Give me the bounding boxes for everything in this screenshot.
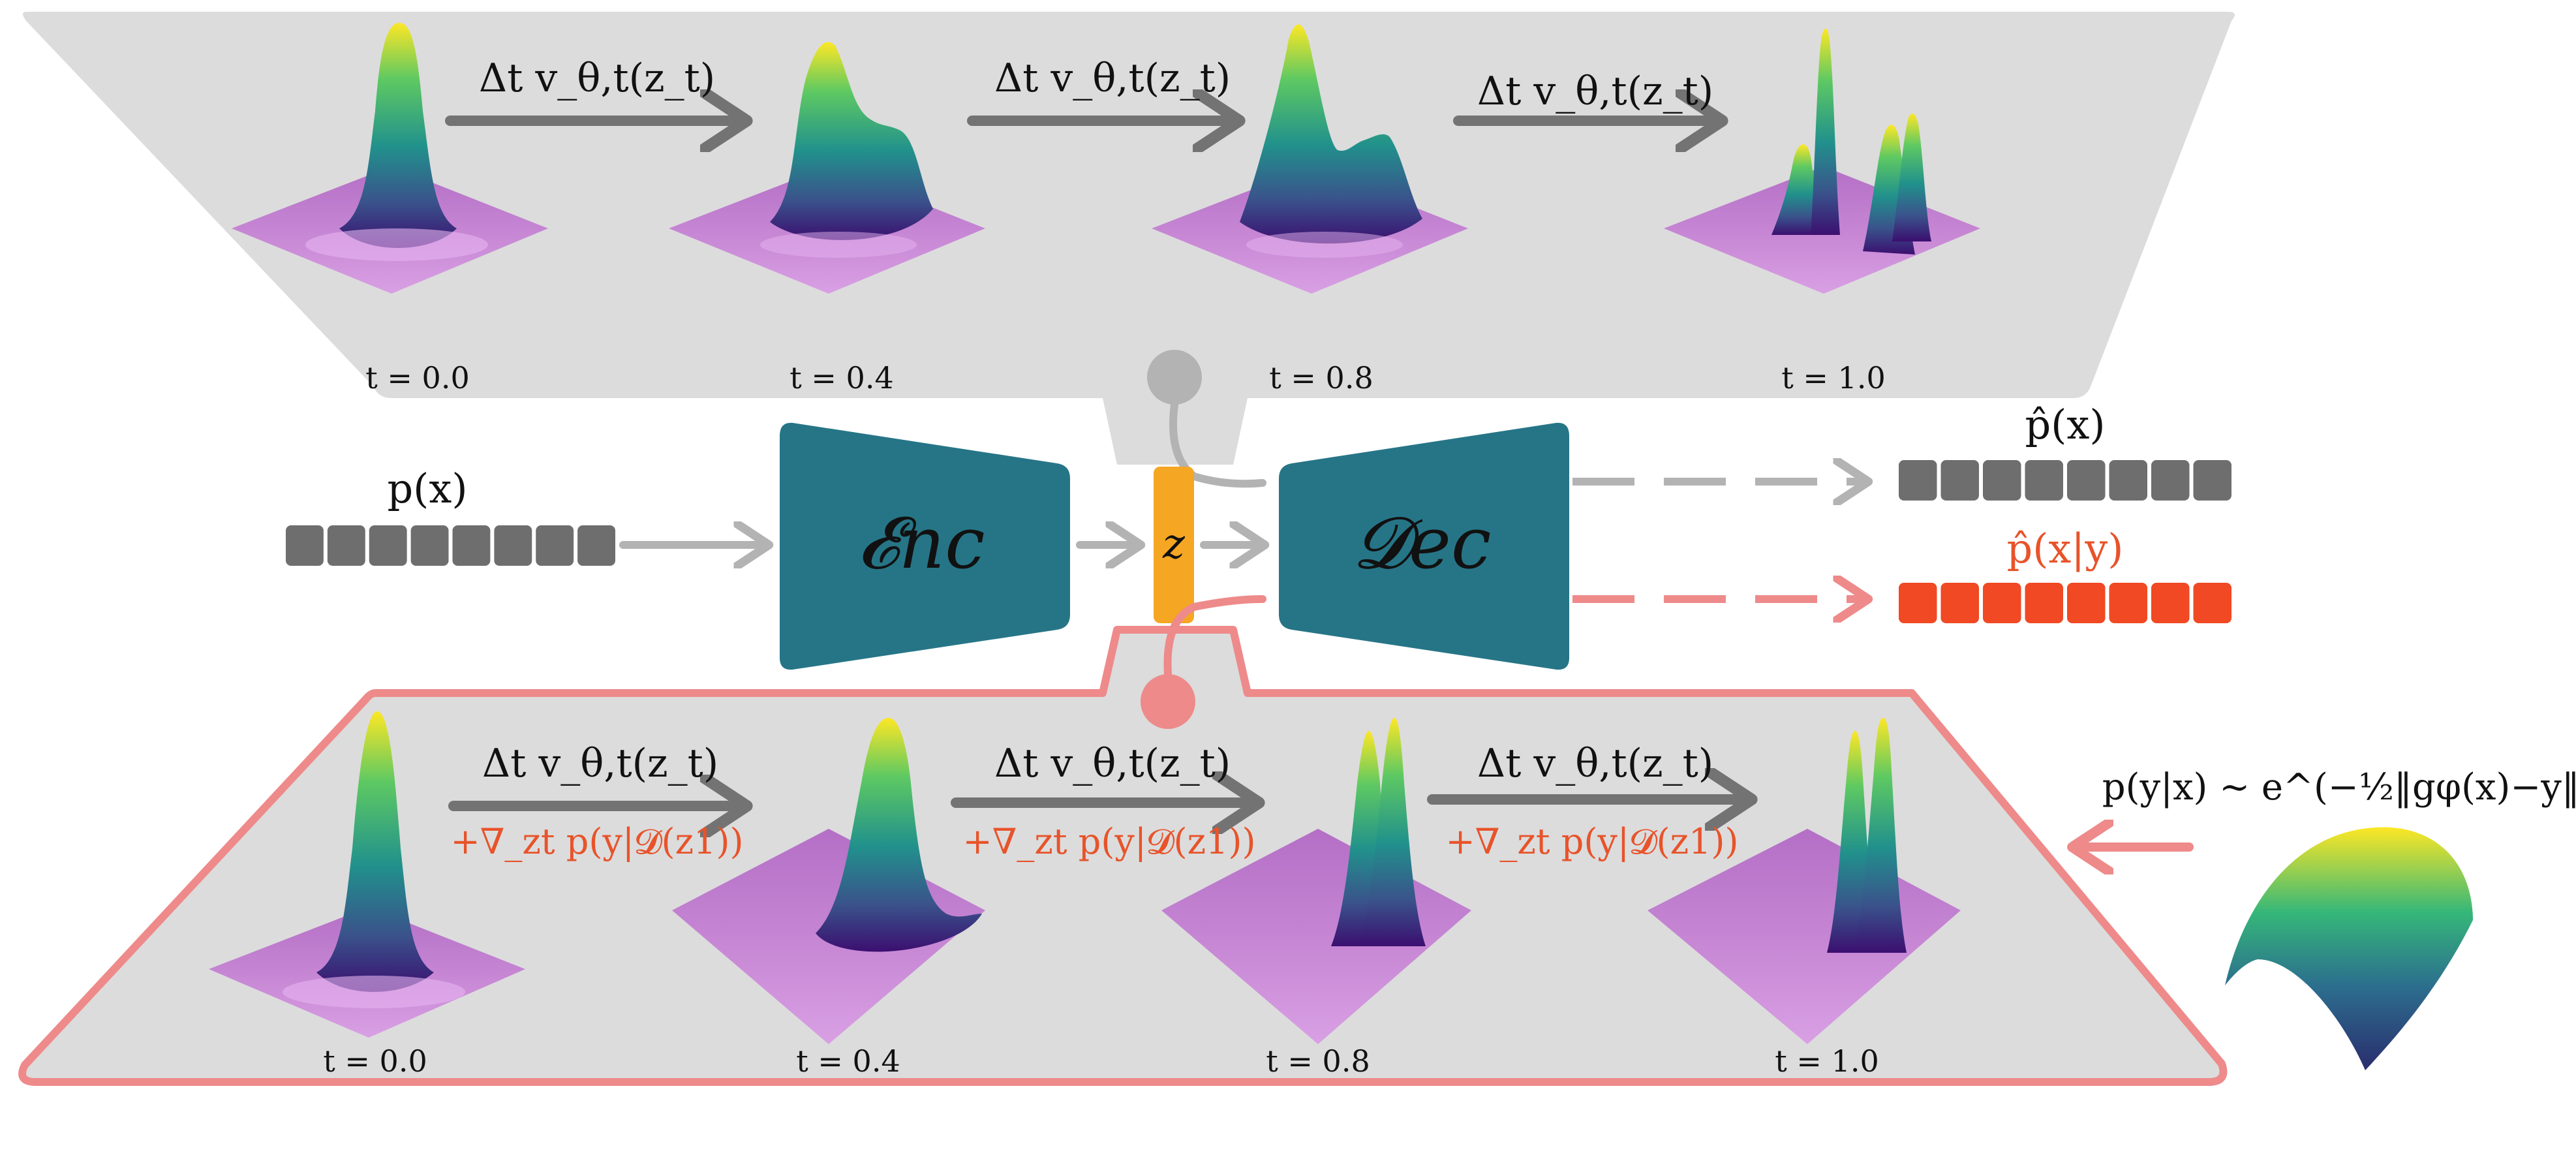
- conditional-output-token-3: [1983, 583, 2021, 623]
- output-token-2: [1940, 460, 1979, 501]
- output-token-8: [2193, 460, 2231, 501]
- bottom-step-label-2: Δt v_θ,t(z_t): [994, 741, 1231, 786]
- conditional-output-token-7: [2151, 583, 2190, 623]
- top-time-label-3: t = 0.8: [1269, 360, 1373, 395]
- conditional-output-token-1: [1899, 583, 1937, 623]
- input-token-3: [369, 525, 407, 566]
- input-token-8: [577, 525, 615, 566]
- conditional-output-label: p̂(x|y): [2007, 525, 2124, 572]
- likelihood-bowl-surface: [2225, 827, 2473, 1070]
- output-token-bar: [1899, 460, 2231, 501]
- bottom-surface-t0: [209, 711, 525, 1038]
- bottom-time-label-1: t = 0.0: [323, 1043, 427, 1079]
- output-token-1: [1899, 460, 1937, 501]
- bottom-connector-node: [1141, 674, 1195, 729]
- bottom-time-label-2: t = 0.4: [796, 1043, 900, 1079]
- input-label: p(x): [387, 465, 467, 512]
- top-surface-t0: [232, 23, 548, 294]
- top-step-label-2: Δt v_θ,t(z_t): [994, 55, 1231, 101]
- output-label: p̂(x): [2025, 401, 2105, 448]
- encoder-block: [780, 422, 1070, 670]
- output-token-4: [2025, 460, 2063, 501]
- bottom-step-label-1: Δt v_θ,t(z_t): [482, 741, 718, 786]
- top-surface-t08: [1152, 24, 1468, 294]
- conditional-output-token-8: [2193, 583, 2231, 623]
- conditional-output-token-6: [2109, 583, 2147, 623]
- latent-z-block: [1154, 467, 1194, 623]
- top-time-label-2: t = 0.4: [790, 360, 893, 395]
- decoder-label: 𝓓ec: [1353, 501, 1491, 585]
- top-surface-t04: [669, 42, 985, 294]
- conditional-output-token-2: [1940, 583, 1979, 623]
- top-connector-node: [1147, 350, 1202, 405]
- likelihood-group: p(y|x) ∼ e^(−½‖gφ(x)−y‖²): [2075, 766, 2576, 1070]
- bottom-time-label-3: t = 0.8: [1266, 1043, 1370, 1079]
- bottom-surface-t10: [1648, 718, 1961, 1044]
- input-token-4: [410, 525, 449, 566]
- input-token-6: [494, 525, 532, 566]
- input-token-2: [327, 525, 365, 566]
- top-step-label-1: Δt v_θ,t(z_t): [479, 55, 715, 101]
- conditional-output-token-4: [2025, 583, 2063, 623]
- latent-label: z: [1162, 520, 1186, 568]
- bottom-guidance-label-1: +∇_zt p(y|𝓓(z1)): [450, 821, 743, 862]
- bottom-surface-t04: [672, 718, 985, 1044]
- unconditional-flow-panel: Δt v_θ,t(z_t) Δt v_θ,t(z_t) Δt v_θ,t(z_t…: [23, 12, 2235, 488]
- input-token-1: [286, 525, 324, 566]
- top-time-label-1: t = 0.0: [365, 360, 469, 395]
- output-token-5: [2067, 460, 2106, 501]
- conditional-output-token-bar: [1899, 583, 2231, 623]
- conditional-output-token-5: [2067, 583, 2106, 623]
- input-token-7: [536, 525, 574, 566]
- autoencoder-row: p(x) 𝓔nc z 𝓓ec p̂(x) p̂(x|y): [286, 401, 2231, 670]
- input-token-bar: [286, 525, 615, 566]
- bottom-connector-line: [1163, 595, 1266, 678]
- decoder-block: [1279, 422, 1569, 670]
- top-step-label-3: Δt v_θ,t(z_t): [1477, 69, 1713, 114]
- top-surface-t10: [1664, 28, 1980, 294]
- bottom-surface-t08: [1161, 718, 1471, 1044]
- top-time-label-4: t = 1.0: [1781, 360, 1885, 395]
- output-token-6: [2109, 460, 2147, 501]
- bottom-guidance-label-3: +∇_zt p(y|𝓓(z1)): [1445, 821, 1738, 862]
- likelihood-formula: p(y|x) ∼ e^(−½‖gφ(x)−y‖²): [2102, 766, 2576, 809]
- bottom-guidance-label-2: +∇_zt p(y|𝓓(z1)): [962, 821, 1255, 862]
- guided-flow-panel: Δt v_θ,t(z_t) Δt v_θ,t(z_t) Δt v_θ,t(z_t…: [18, 595, 2228, 1086]
- bottom-panel-background: [18, 626, 2228, 1086]
- output-token-3: [1983, 460, 2021, 501]
- output-token-7: [2151, 460, 2190, 501]
- input-token-5: [452, 525, 491, 566]
- bottom-time-label-4: t = 1.0: [1775, 1043, 1878, 1079]
- bottom-step-label-3: Δt v_θ,t(z_t): [1477, 741, 1713, 786]
- encoder-label: 𝓔nc: [857, 501, 985, 585]
